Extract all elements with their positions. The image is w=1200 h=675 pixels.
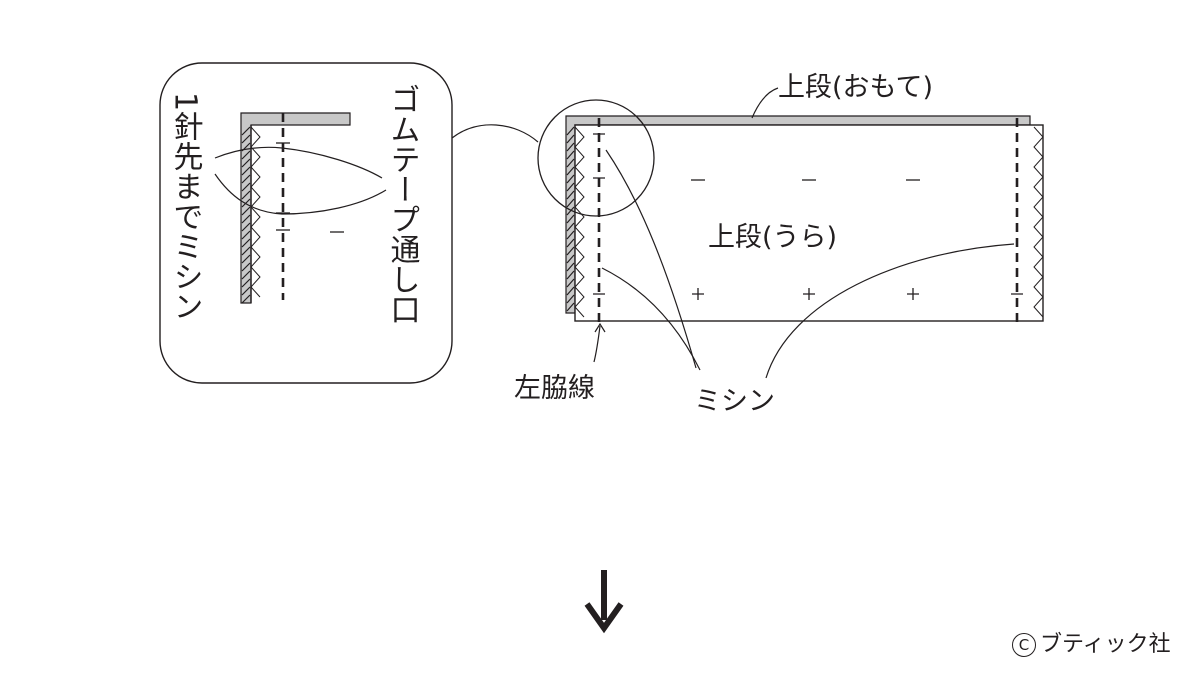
sewing-leader-2 bbox=[601, 267, 701, 371]
callout-leader-a bbox=[214, 146, 383, 179]
sewing-leader-1 bbox=[605, 149, 697, 369]
right-overlock bbox=[1033, 126, 1044, 318]
main-panel: 上段(おもて) 上段(うら) 左脇線 ミシン bbox=[514, 72, 1044, 417]
credit-text: ブティック社 bbox=[1040, 632, 1171, 657]
sewing-leader-3 bbox=[765, 243, 1015, 379]
outer-fabric-hatch bbox=[566, 126, 575, 312]
callout-connector bbox=[451, 124, 539, 143]
top-inner-label: 上段(うら) bbox=[708, 222, 837, 253]
side-seam-arrowhead bbox=[594, 322, 606, 333]
plus-mark-1 bbox=[692, 288, 704, 300]
zoom-callout: 1針先までミシン ゴムテープ通し口 bbox=[159, 62, 453, 384]
arrow-down-icon bbox=[584, 570, 624, 634]
top-outer-label: 上段(おもて) bbox=[778, 72, 933, 103]
side-seam-leader bbox=[593, 325, 601, 363]
callout-frame bbox=[159, 62, 453, 384]
seam-mark-top bbox=[593, 133, 605, 179]
sewing-label: ミシン bbox=[694, 386, 775, 417]
callout-overlock bbox=[250, 126, 261, 298]
top-outer-leader bbox=[751, 87, 779, 119]
side-seam-label: 左脇線 bbox=[514, 373, 595, 404]
magnifier-circle bbox=[537, 99, 655, 217]
left-overlock bbox=[574, 126, 585, 318]
callout-leader-b bbox=[214, 173, 387, 215]
plus-mark-3 bbox=[907, 288, 919, 300]
one-stitch-label: 1針先までミシン bbox=[168, 92, 203, 321]
elastic-opening-label: ゴムテープ通し口 bbox=[385, 84, 420, 324]
copyright-icon: C bbox=[1012, 633, 1036, 657]
plus-mark-2 bbox=[803, 288, 815, 300]
